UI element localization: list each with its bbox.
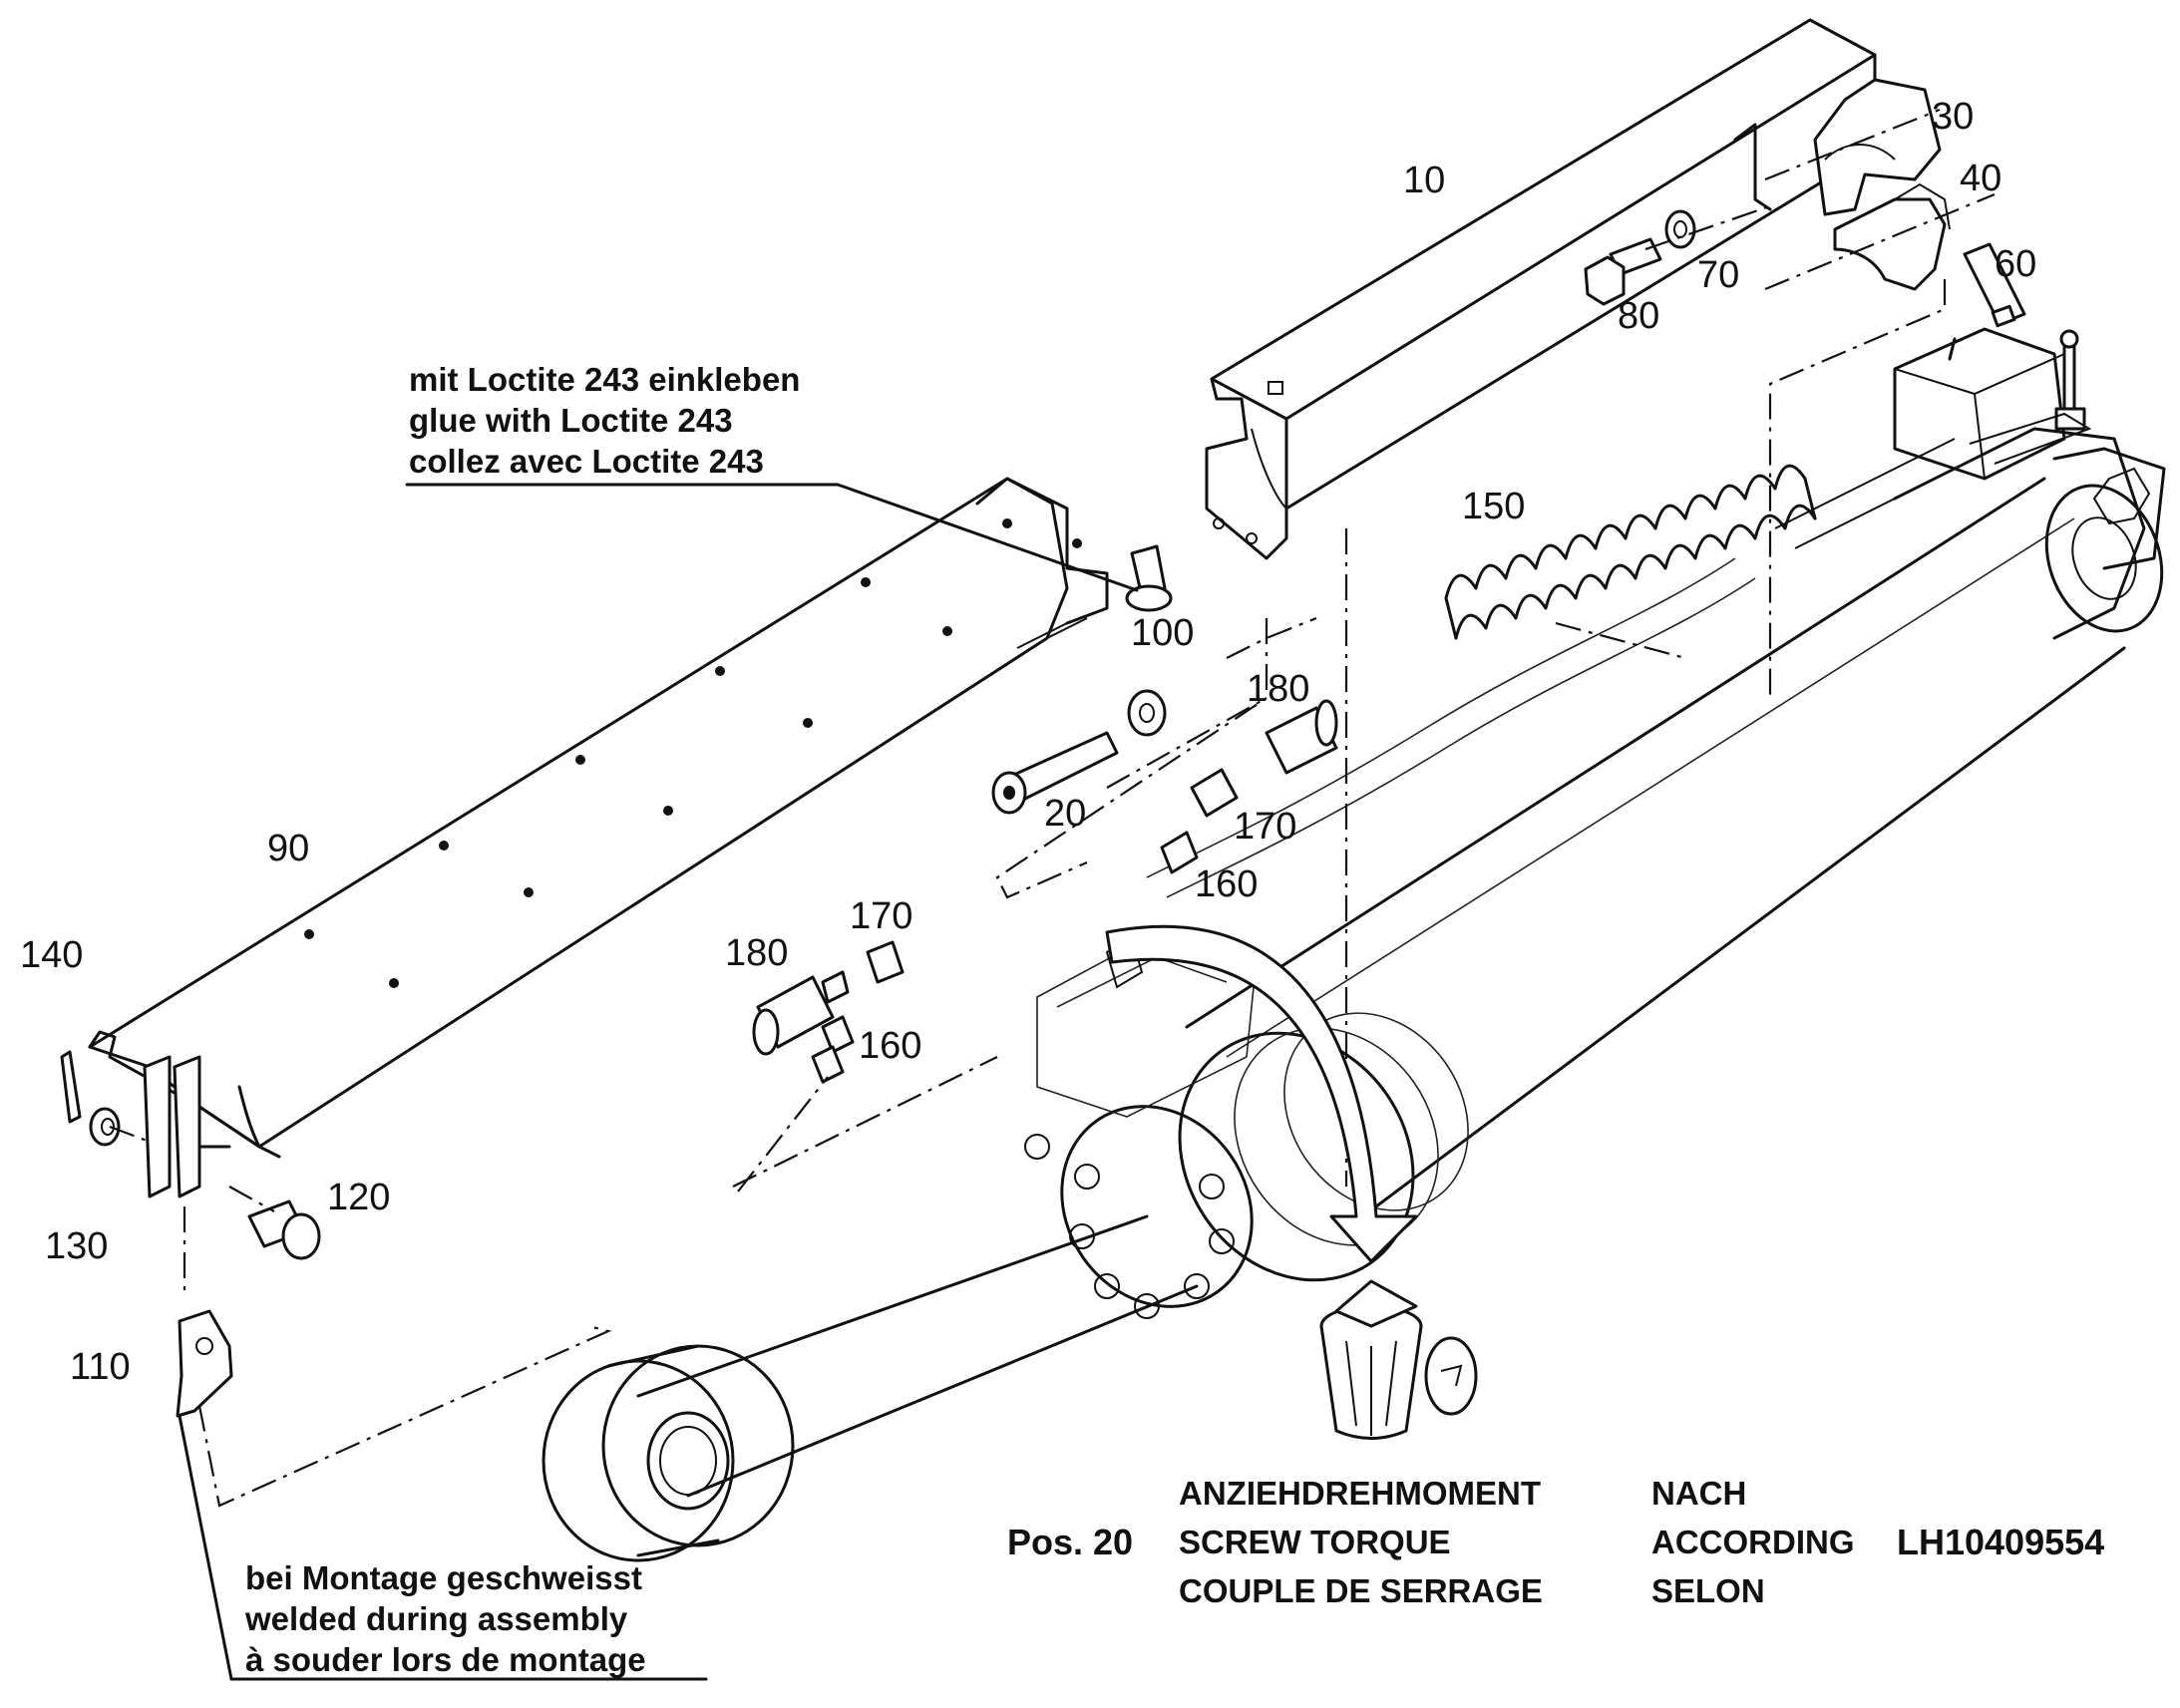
- part-label-10: 10: [1403, 160, 1446, 201]
- assembly-lines: [109, 108, 1996, 1508]
- torque-position: Pos. 20: [1007, 1522, 1134, 1562]
- fasteners: [991, 544, 1173, 815]
- discard-arrow: [1105, 924, 1418, 1263]
- part-label-70: 70: [1697, 254, 1740, 296]
- part-label-110: 110: [70, 1346, 131, 1388]
- welded-note-de: bei Montage geschweisst: [245, 1559, 642, 1596]
- welded-note-en: welded during assembly: [245, 1600, 628, 1637]
- part-label-40: 40: [1960, 158, 2002, 199]
- part-label-80: 80: [1618, 295, 1660, 337]
- torque-according: NACH ACCORDING SELON: [1651, 1469, 1855, 1615]
- part-label-30: 30: [1932, 96, 1975, 138]
- part-label-140: 140: [20, 934, 84, 976]
- part-150-spring: [1444, 464, 1817, 640]
- torque-label-en: SCREW TORQUE: [1179, 1524, 1451, 1560]
- torque-reference: LH10409554: [1897, 1522, 2105, 1562]
- part-label-170a: 170: [1234, 806, 1297, 848]
- trash-bin-icon: [1319, 1279, 1478, 1440]
- part-label-160a: 160: [1195, 863, 1259, 905]
- part-90-cover: [88, 477, 1109, 1198]
- part-label-20: 20: [1044, 793, 1087, 835]
- torque-labels: ANZIEHDREHMOMENT SCREW TORQUE COUPLE DE …: [1179, 1469, 1543, 1615]
- part-label-160b: 160: [859, 1025, 922, 1067]
- part-label-120: 120: [327, 1177, 391, 1218]
- according-de: NACH: [1651, 1475, 1747, 1512]
- torque-label-fr: COUPLE DE SERRAGE: [1179, 1572, 1543, 1609]
- hydraulic-cylinder: [542, 327, 2166, 1562]
- welded-note-fr: à souder lors de montage: [245, 1641, 646, 1678]
- part-10-rail: [1205, 18, 1877, 560]
- loctite-note-fr: collez avec Loctite 243: [409, 443, 764, 480]
- part-label-90: 90: [267, 828, 310, 869]
- welded-note: bei Montage geschweisst welded during as…: [245, 1557, 646, 1680]
- part-label-130: 130: [45, 1225, 109, 1267]
- part-label-60: 60: [1995, 243, 2037, 285]
- loctite-note: mit Loctite 243 einkleben glue with Loct…: [409, 359, 800, 482]
- clamp-parts: [1584, 78, 2026, 328]
- loctite-note-en: glue with Loctite 243: [409, 402, 733, 439]
- according-en: ACCORDING: [1651, 1524, 1855, 1560]
- part-label-180b: 180: [725, 932, 789, 974]
- part-label-100: 100: [1131, 612, 1195, 654]
- part-label-150: 150: [1462, 486, 1526, 527]
- loctite-note-de: mit Loctite 243 einkleben: [409, 361, 801, 398]
- according-fr: SELON: [1651, 1572, 1765, 1609]
- hose-fittings: [752, 699, 1338, 1084]
- torque-label-de: ANZIEHDREHMOMENT: [1179, 1475, 1541, 1512]
- part-label-180a: 180: [1247, 668, 1310, 710]
- leader-lines: [178, 483, 1139, 1681]
- part-label-170b: 170: [850, 895, 913, 937]
- small-parts: [60, 1050, 321, 1418]
